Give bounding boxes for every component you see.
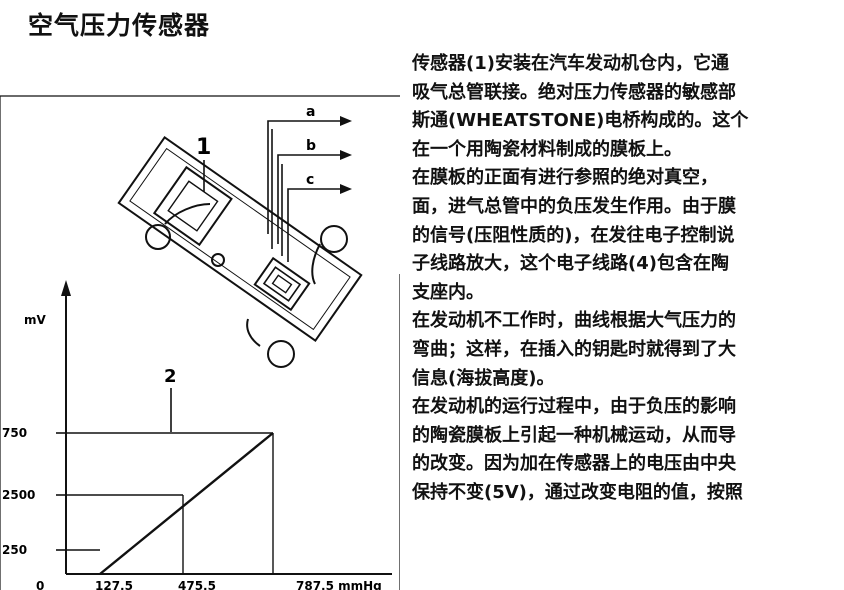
y-unit-label: mV <box>24 313 47 327</box>
text-line: 在膜板的正面有进行参照的绝对真空， <box>412 167 718 189</box>
text-line: 在发动机不工作时，曲线根据大气压力的 <box>412 310 736 332</box>
text-line: 信息(海拔高度)。 <box>412 367 555 389</box>
text-line: 传感器(1)安装在汽车发动机仓内，它通 <box>412 53 729 74</box>
chart-callout-label: 2 <box>164 366 177 387</box>
voltage-chart: mV 0 127,5 475,5 787,5 mmHg 250 2500 750 2 <box>2 280 392 590</box>
text-line: 在发动机的运行过程中，由于负压的影响 <box>412 396 736 418</box>
sensing-element <box>253 256 311 312</box>
text-line: 的信号(压阻性质的)，在发往电子控制说 <box>412 224 735 246</box>
x-tick-label: 787,5 mmHg <box>296 579 382 590</box>
x-tick-label: 0 <box>36 579 44 590</box>
mounting-ear-left <box>145 203 211 250</box>
x-tick-label: 127,5 <box>95 579 133 590</box>
lead-wires <box>267 120 340 262</box>
x-tick-label: 475,5 <box>178 579 216 590</box>
text-line: 在一个用陶瓷材料制成的膜板上。 <box>412 138 682 160</box>
vent-hole <box>211 253 225 267</box>
sensor-figure: a b c 1 mV 0 127,5 475,5 787,5 mmHg 250 2500 7… <box>0 84 400 590</box>
y-tick-label: 2500 <box>2 488 35 502</box>
sensor-diagram: a b c 1 mV 0 127,5 475,5 787,5 mmHg 250 2500 7… <box>0 95 400 590</box>
lead-a-label: a <box>306 104 315 120</box>
mounting-ear-bottom <box>246 318 295 368</box>
y-axis-arrowhead <box>61 280 71 296</box>
sensor-body <box>117 136 363 342</box>
text-line: 的陶瓷膜板上引起一种机械运动，从而导 <box>412 424 736 446</box>
text-line: 的改变。因为加在传感器上的电压由中央 <box>412 453 736 475</box>
text-line: 吸气总管联接。绝对压力传感器的敏感部 <box>412 81 736 103</box>
text-line: 弯曲；这样，在插入的钥匙时就得到了大 <box>412 338 736 360</box>
text-line: 支座内。 <box>412 281 484 303</box>
page-title: 空气压力传感器 <box>28 11 211 40</box>
lead-arrowheads <box>340 116 352 194</box>
y-tick-label: 750 <box>2 426 27 440</box>
text-line: 保持不变(5V)，通过改变电阻的值，按照 <box>412 481 743 503</box>
lead-c-label: c <box>306 172 314 188</box>
voltage-line <box>99 432 274 575</box>
mounting-ear-right <box>311 225 348 285</box>
y-tick-label: 250 <box>2 543 27 557</box>
description-text: 传感器(1)安装在汽车发动机仓内，它通 吸气总管联接。绝对压力传感器的敏感部 斯… <box>412 50 844 508</box>
sensor-callout-label: 1 <box>196 135 211 160</box>
text-line: 面，进气总管中的负压发生作用。由于膜 <box>412 195 736 217</box>
lead-b-label: b <box>306 138 316 154</box>
text-line: 子线路放大，这个电子线路(4)包含在陶 <box>412 253 729 275</box>
text-line: 斯通(WHEATSTONE)电桥构成的。这个 <box>412 110 749 132</box>
